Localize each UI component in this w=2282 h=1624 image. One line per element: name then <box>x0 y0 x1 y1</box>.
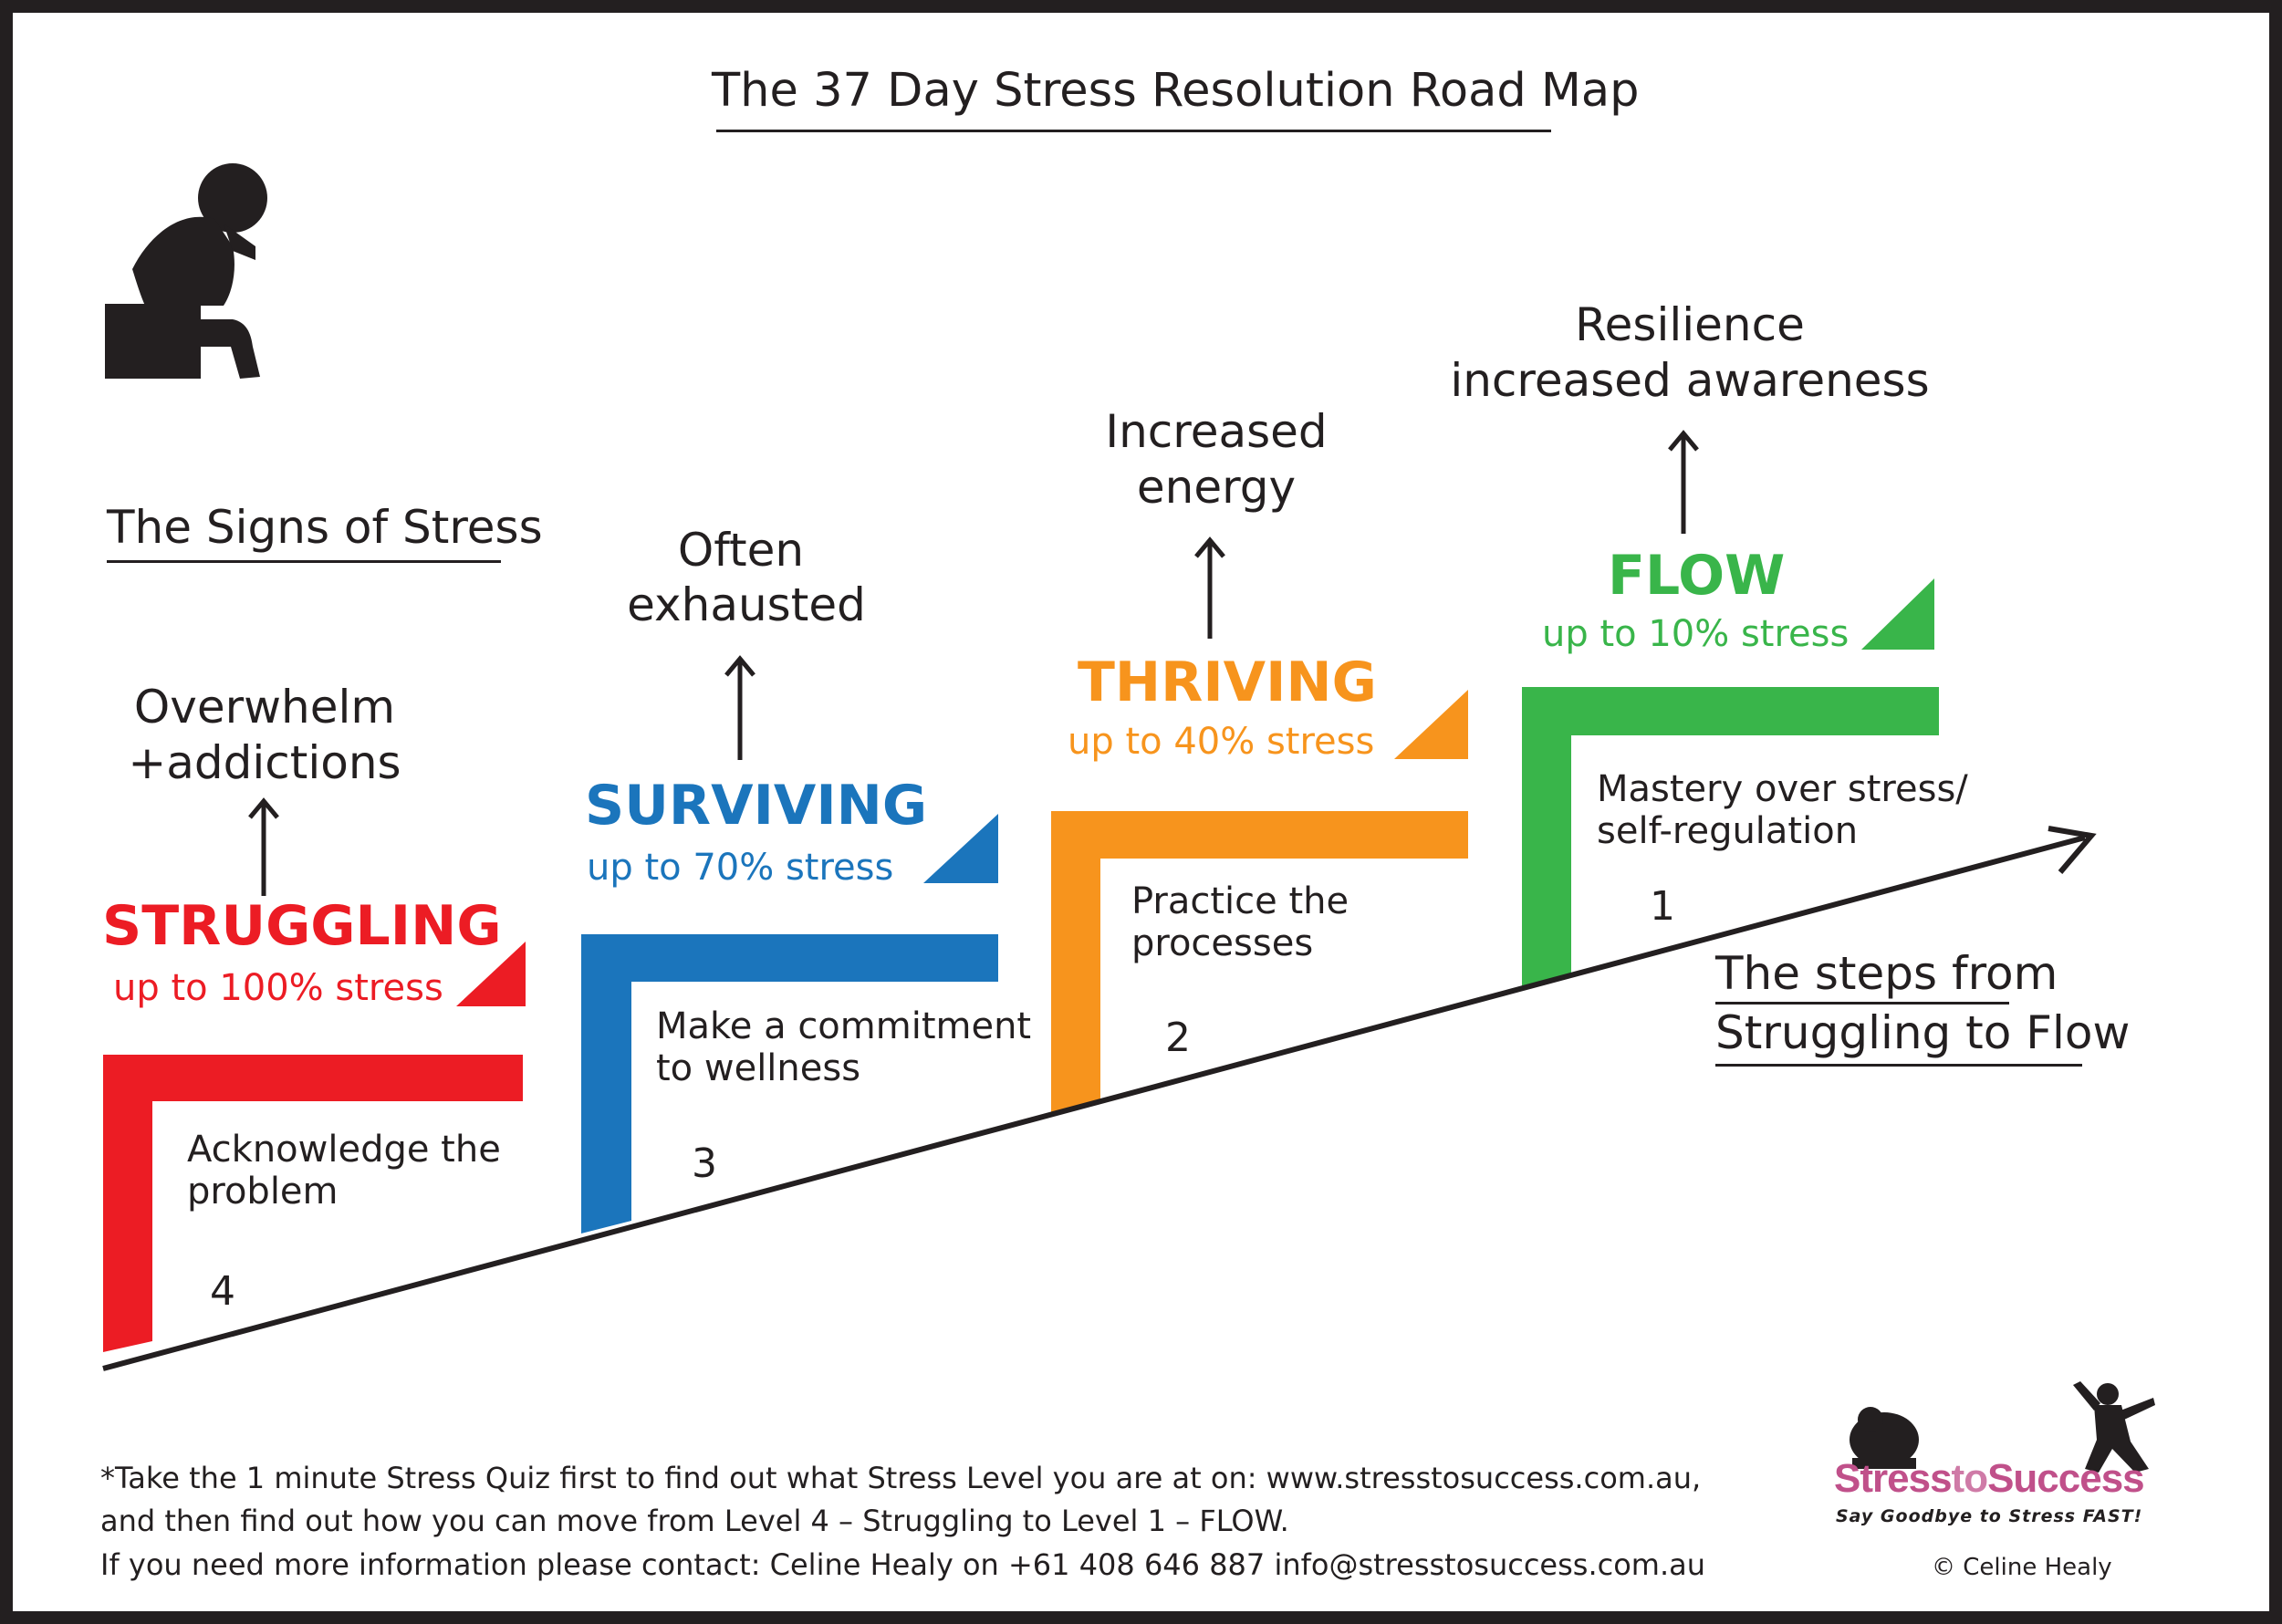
stage-stress-struggling: up to 100% stress <box>113 967 443 1009</box>
page-title: The 37 Day Stress Resolution Road Map <box>712 64 1640 118</box>
steps-heading-line2: Struggling to Flow <box>1715 1006 2131 1059</box>
footer-line3: If you need more information please cont… <box>100 1546 1706 1582</box>
stage-name-thriving: THRIVING <box>1078 651 1377 714</box>
signs-heading: The Signs of Stress <box>107 501 543 554</box>
copyright-icon: © <box>1932 1554 1955 1581</box>
credit-name: Celine Healy <box>1963 1554 2112 1581</box>
sign-struggling-line1: Overwhelm <box>133 681 396 734</box>
sign-flow-line2: increased awareness <box>1450 354 1930 407</box>
action-flow-line2: self-regulation <box>1597 810 1859 852</box>
step-struggling <box>103 1055 523 1352</box>
signs-heading-underline <box>107 560 501 563</box>
stage-name-flow: FLOW <box>1608 544 1786 608</box>
step-thriving <box>1051 811 1468 1117</box>
logo-figures <box>1850 1381 2155 1473</box>
triangle-thriving <box>1394 690 1468 759</box>
triangle-surviving <box>923 814 998 883</box>
logo-wordmark: StresstoSuccess <box>1834 1456 2145 1502</box>
steps-heading-underline2 <box>1715 1064 2082 1067</box>
action-thriving-line2: processes <box>1131 922 1314 964</box>
logo-crouching-figure-icon <box>1850 1407 1919 1469</box>
sign-surviving-line1: Often <box>677 524 805 577</box>
sign-thriving-line2: energy <box>1136 461 1297 514</box>
rising-arrow-icon <box>102 835 2086 1371</box>
logo-word-to: to <box>1951 1456 1989 1501</box>
logo-tagline: Say Goodbye to Stress FAST! <box>1836 1506 2143 1526</box>
stressed-person-icon <box>105 163 267 379</box>
action-struggling-line1: Acknowledge the <box>187 1129 501 1171</box>
sign-struggling-line2: +addictions <box>128 736 401 789</box>
stage-name-surviving: SURVIVING <box>585 774 928 838</box>
footer-text: *Take the 1 minute Stress Quiz first to … <box>100 1457 1705 1587</box>
action-surviving-line2: to wellness <box>656 1047 861 1089</box>
sign-surviving-line2: exhausted <box>627 578 866 631</box>
level-flow: 1 <box>1650 883 1675 930</box>
footer-line1: *Take the 1 minute Stress Quiz first to … <box>100 1461 1702 1495</box>
action-struggling-line2: problem <box>187 1171 339 1213</box>
triangle-struggling <box>456 942 526 1006</box>
triangle-flow <box>1861 578 1934 650</box>
up-arrow-icon <box>248 430 1699 896</box>
steps-heading-line1: The steps from <box>1715 947 2058 1000</box>
logo-word-stress: Stress <box>1834 1456 1953 1501</box>
sign-flow-line1: Resilience <box>1575 298 1805 351</box>
level-surviving: 3 <box>692 1140 717 1187</box>
stage-stress-surviving: up to 70% stress <box>587 847 894 889</box>
footer-line2: and then find out how you can move from … <box>100 1504 1289 1539</box>
steps-heading-underline1 <box>1715 1002 2009 1005</box>
stage-stress-thriving: up to 40% stress <box>1068 721 1375 763</box>
step-flow <box>1522 687 1939 989</box>
logo-word-success: Success <box>1987 1456 2145 1501</box>
action-thriving-line1: Practice the <box>1131 880 1349 922</box>
stage-stress-flow: up to 10% stress <box>1542 613 1850 655</box>
action-flow-line1: Mastery over stress/ <box>1597 768 1968 810</box>
copyright-credit: © Celine Healy <box>1932 1554 2112 1581</box>
title-underline <box>716 130 1551 132</box>
level-thriving: 2 <box>1165 1015 1191 1061</box>
step-surviving <box>581 934 998 1234</box>
stage-name-struggling: STRUGGLING <box>102 894 502 958</box>
level-struggling: 4 <box>210 1268 235 1315</box>
logo-jumping-figure-icon <box>2073 1381 2155 1473</box>
sign-thriving-line1: Increased <box>1105 405 1328 458</box>
action-surviving-line1: Make a commitment <box>656 1005 1032 1047</box>
